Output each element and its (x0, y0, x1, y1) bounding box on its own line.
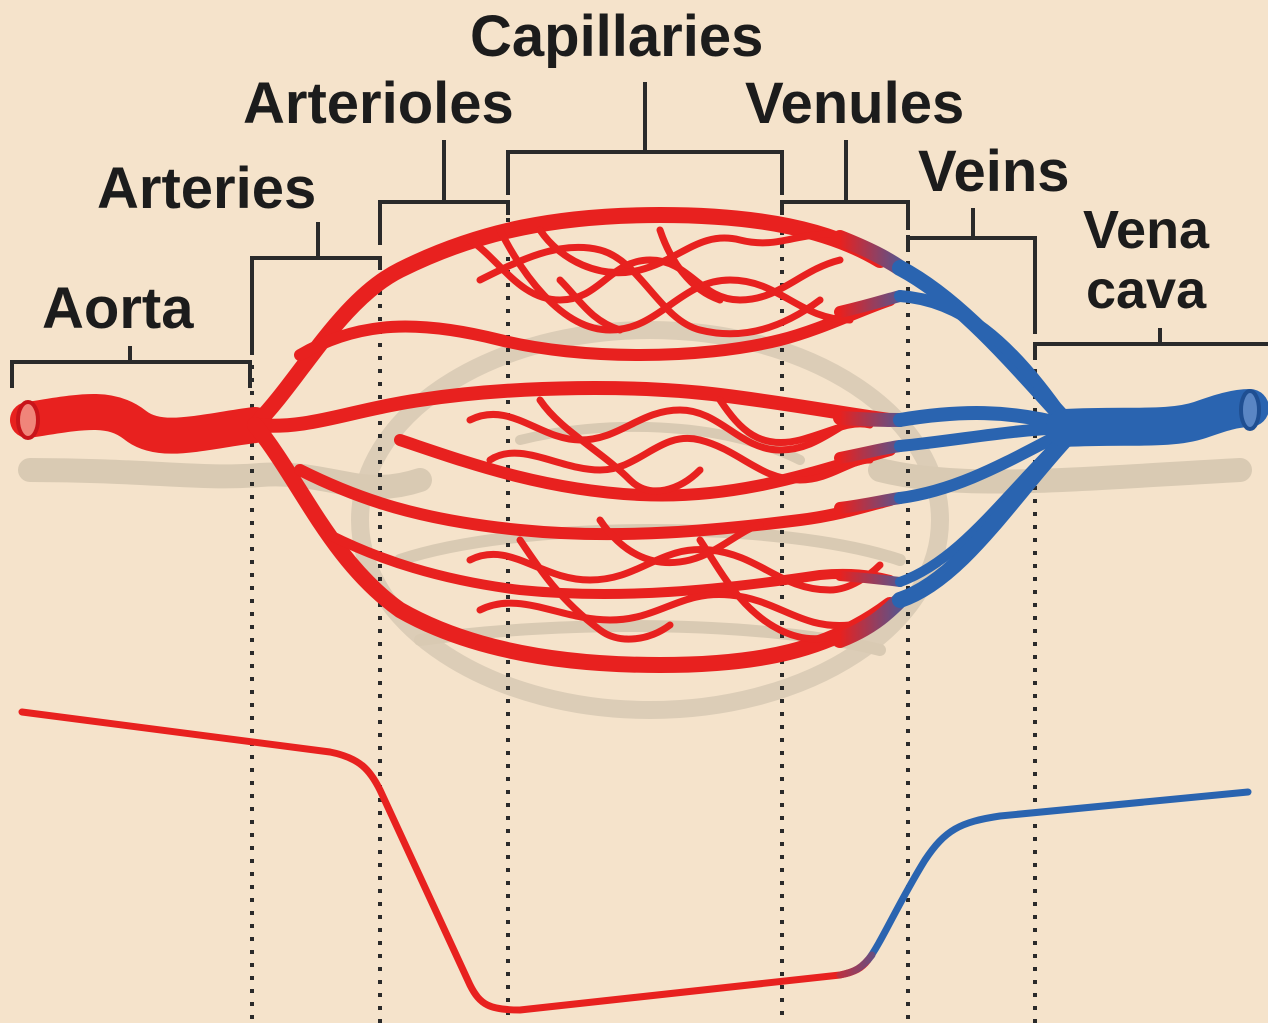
vena-cava-label-line2: cava (1083, 260, 1209, 320)
vena-cava-label: Vena cava (1083, 200, 1209, 320)
vena-cava-bracket (1035, 328, 1268, 360)
capillaries-label: Capillaries (470, 8, 763, 66)
vena-cava-vessel (1065, 408, 1250, 428)
aorta-vessel (28, 412, 255, 436)
vena-cava-opening (1241, 391, 1259, 429)
pressure-curve (22, 712, 1248, 1010)
venules-label: Venules (745, 75, 964, 133)
aorta-opening (18, 402, 38, 438)
veins-label: Veins (918, 143, 1070, 201)
label-brackets (12, 82, 1268, 388)
arterioles-label: Arterioles (243, 75, 514, 133)
arteries-label: Arteries (97, 160, 316, 218)
capillaries-bracket (508, 82, 782, 195)
aorta-label: Aorta (42, 280, 193, 338)
vena-cava-label-line1: Vena (1083, 200, 1209, 260)
venules-bracket (782, 140, 908, 230)
aorta-bracket (12, 346, 250, 388)
